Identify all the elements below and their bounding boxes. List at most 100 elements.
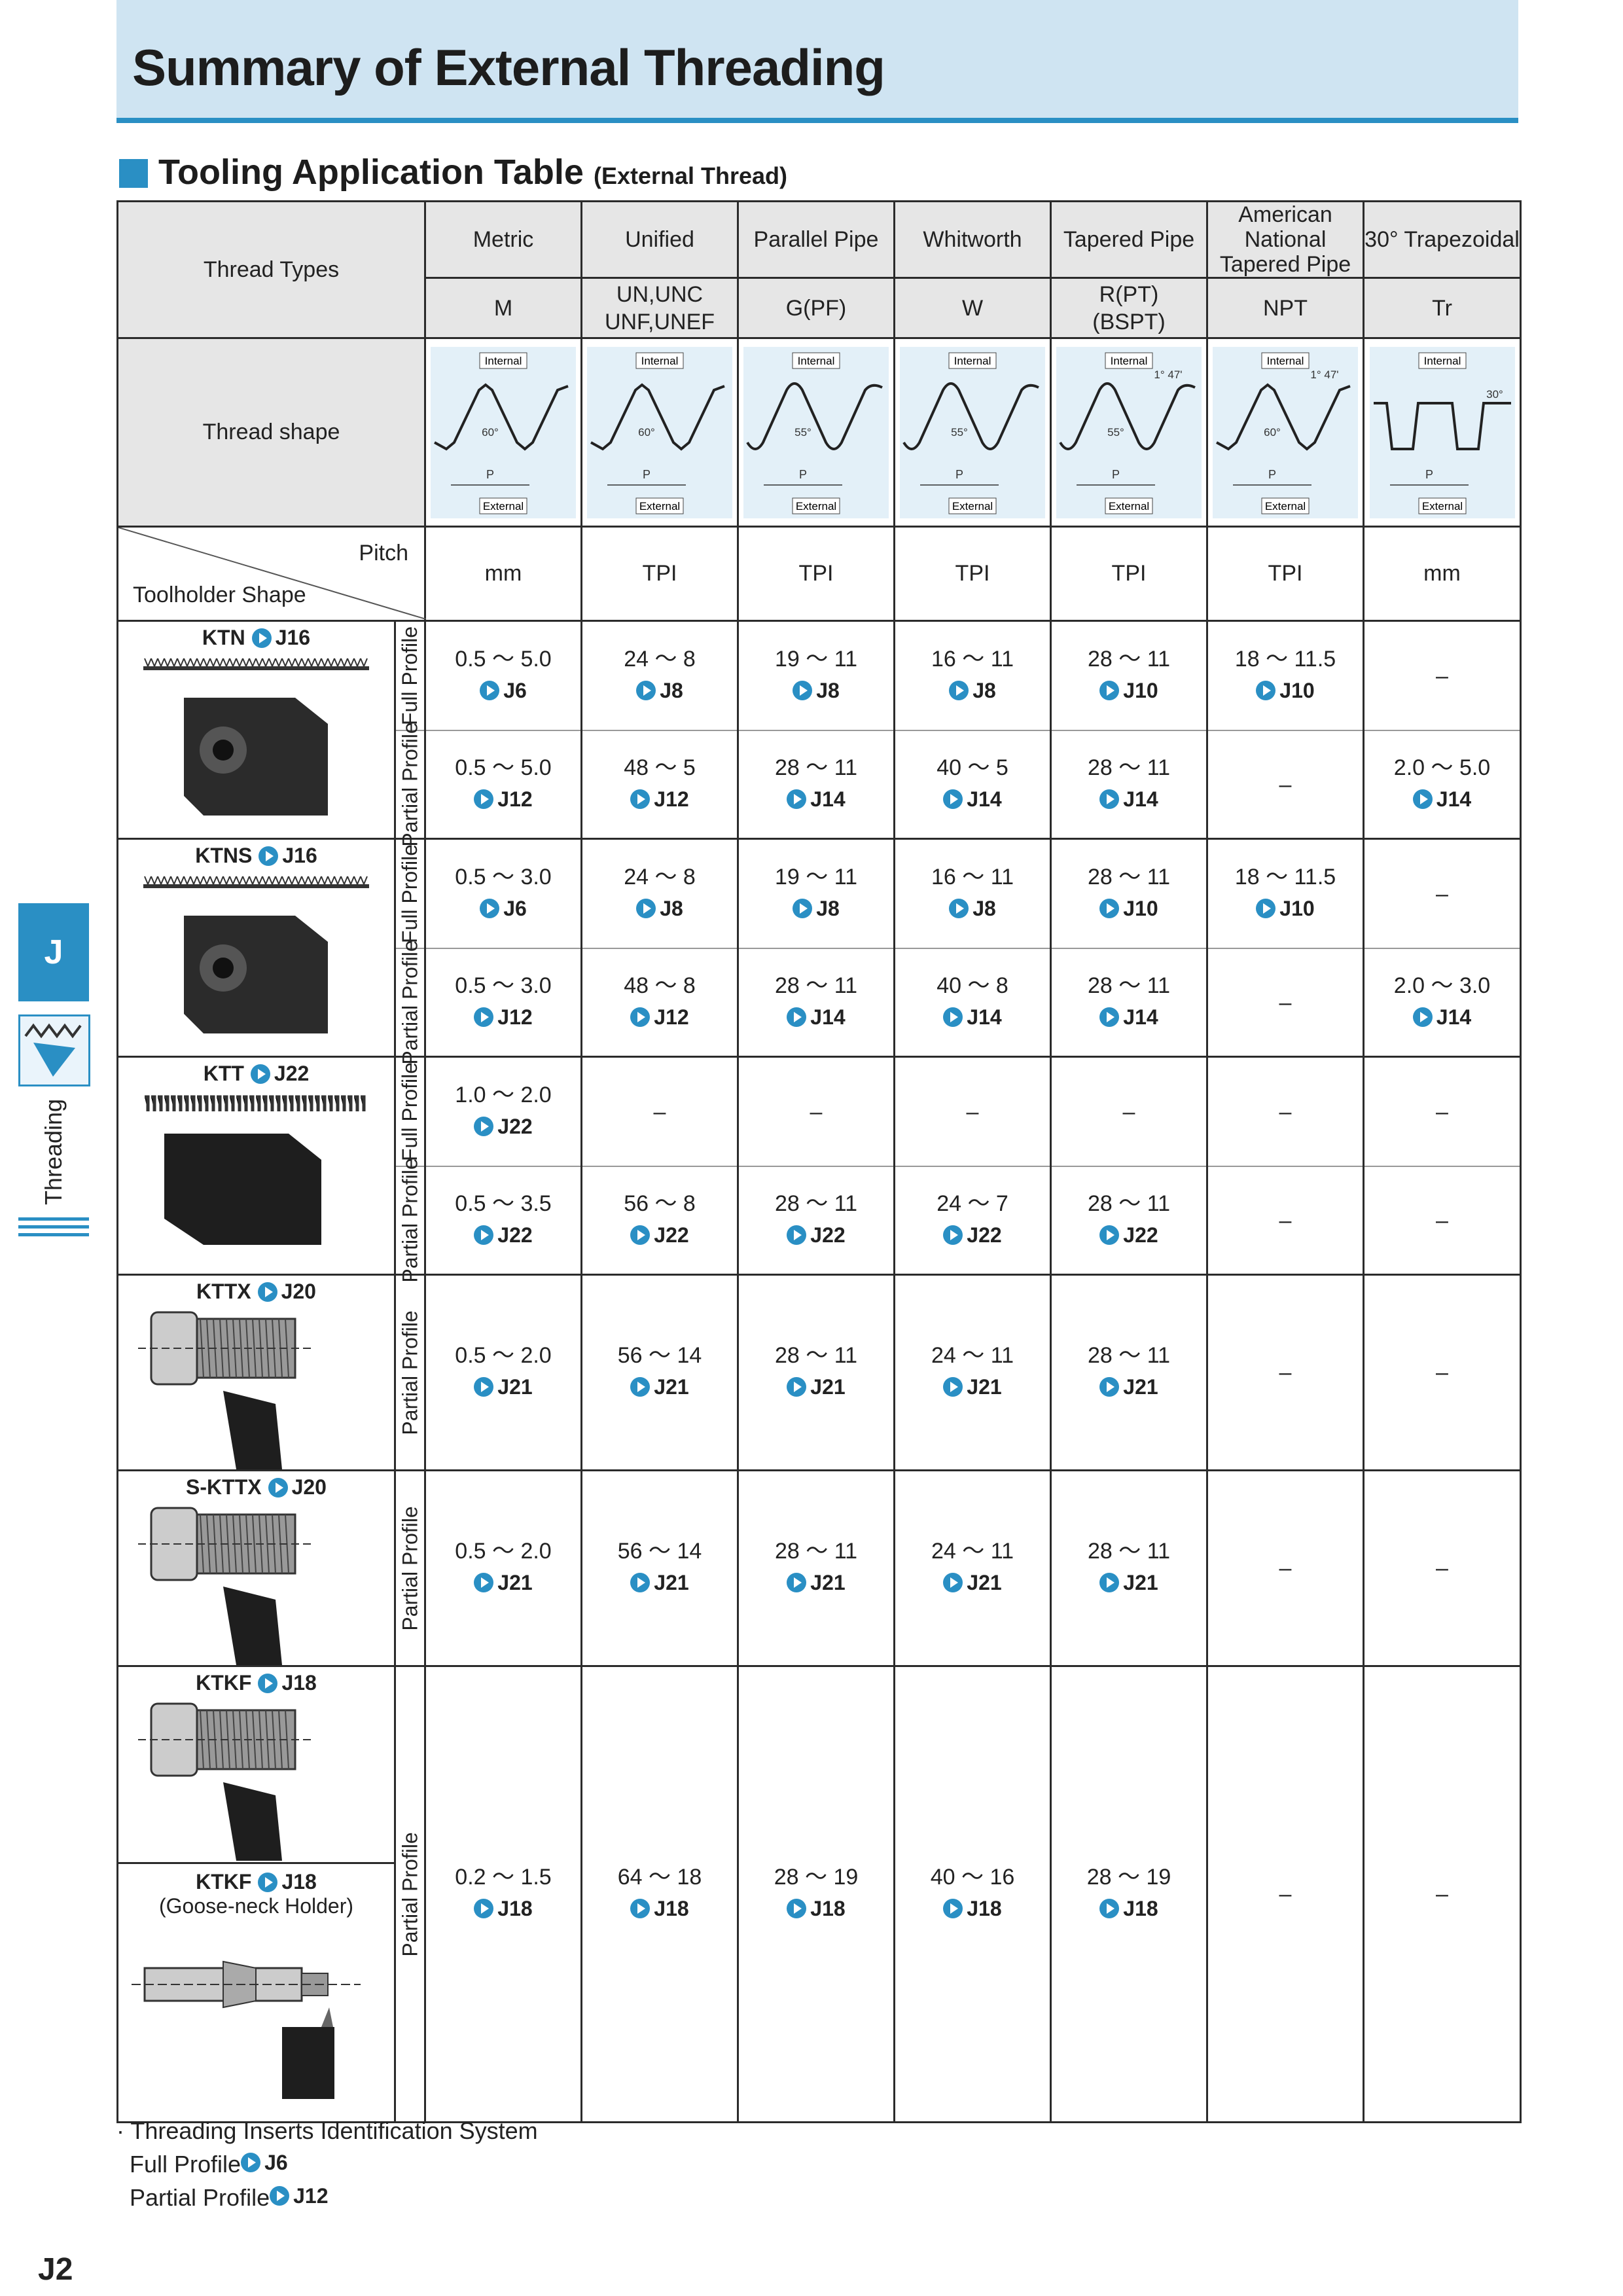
page-ref-link[interactable]: J8 [636, 893, 683, 924]
pitch-mark: P [1425, 468, 1433, 481]
pitch-range: 0.5 ～ 5.0 [455, 755, 552, 780]
page-ref-link[interactable]: J12 [630, 783, 689, 815]
col-pitch-unit: TPI [893, 526, 1052, 622]
toolholder-image [145, 1095, 366, 1245]
page-ref-link[interactable]: J18 [943, 1893, 1002, 1924]
ref-text: J18 [281, 1870, 317, 1893]
ref-text: J12 [497, 1005, 533, 1029]
page-ref-link[interactable]: J10 [1256, 675, 1315, 706]
page-ref-link[interactable]: J18 [1099, 1893, 1158, 1924]
arrow-icon [1256, 898, 1276, 918]
arrow-icon [241, 2153, 261, 2172]
page-ref-link[interactable]: J21 [943, 1567, 1002, 1598]
thread-angle: 30° [1486, 388, 1503, 401]
page-ref-link[interactable]: J14 [1099, 783, 1158, 815]
page-ref-link[interactable]: J14 [1099, 1001, 1158, 1033]
ref-text: J10 [1279, 678, 1315, 702]
svg-text:External: External [1109, 500, 1149, 512]
col-pitch-unit: TPI [1206, 526, 1364, 622]
internal-label: Internal [1418, 352, 1466, 368]
page-ref-link[interactable]: J21 [943, 1371, 1002, 1403]
page-ref-link[interactable]: J18 [474, 1893, 533, 1924]
page-ref-link[interactable]: J8 [949, 893, 996, 924]
toolholder-image [138, 1702, 315, 1861]
page-ref-link[interactable]: J22 [1099, 1219, 1158, 1251]
page-ref-link[interactable]: J22 [787, 1219, 846, 1251]
col-code: NPT [1206, 277, 1364, 339]
page-ref-link[interactable]: J18 [630, 1893, 689, 1924]
page-ref-link[interactable]: J8 [636, 675, 683, 706]
page-ref-link[interactable]: J18 [258, 1870, 317, 1894]
pitch-range-cell: – [1363, 1274, 1522, 1471]
page-ref-link[interactable]: J12 [474, 1001, 533, 1033]
internal-label: Internal [479, 352, 527, 368]
page-ref-link[interactable]: J16 [251, 626, 310, 650]
page-ref-link[interactable]: J21 [1099, 1567, 1158, 1598]
page-ref-link[interactable]: J14 [943, 1001, 1002, 1033]
footnote-full-ref[interactable]: J6 [241, 2147, 288, 2178]
page-ref-link[interactable]: J8 [793, 675, 840, 706]
arrow-icon [1099, 1225, 1120, 1245]
footnote: · Threading Inserts Identification Syste… [116, 2115, 538, 2214]
page-ref-link[interactable]: J21 [630, 1371, 689, 1403]
pitch-range: 19 ～ 11 [774, 646, 857, 672]
pitch-range: – [1436, 881, 1448, 906]
page-ref-link[interactable]: J12 [630, 1001, 689, 1033]
page-ref-link[interactable]: J21 [787, 1567, 846, 1598]
page-ref-link[interactable]: J10 [1099, 893, 1158, 924]
page-ref-link[interactable]: J14 [1412, 783, 1471, 815]
page-ref-link[interactable]: J21 [630, 1567, 689, 1598]
ref-text: J8 [660, 678, 683, 702]
page-ref-link[interactable]: J10 [1256, 893, 1315, 924]
page-ref-link[interactable]: J21 [474, 1567, 533, 1598]
page-ref-link[interactable]: J16 [259, 844, 317, 868]
page-ref-link[interactable]: J18 [258, 1671, 317, 1695]
page-ref-link[interactable]: J21 [1099, 1371, 1158, 1403]
pitch-range-cell: – [1206, 948, 1364, 1058]
page-ref-link[interactable]: J8 [949, 675, 996, 706]
arrow-icon [630, 1377, 651, 1397]
page-ref-link[interactable]: J22 [250, 1062, 309, 1086]
page-ref-link[interactable]: J14 [943, 783, 1002, 815]
footnote-partial-ref[interactable]: J12 [270, 2180, 328, 2212]
page-ref-link[interactable]: J20 [257, 1280, 316, 1304]
page-ref-link[interactable]: J8 [793, 893, 840, 924]
arrow-icon [787, 1225, 807, 1245]
page-ref-link[interactable]: J12 [474, 783, 533, 815]
col-name: Metric [424, 200, 582, 279]
svg-text:External: External [483, 500, 524, 512]
page-ref-link[interactable]: J22 [474, 1219, 533, 1251]
ref-text: J12 [654, 1005, 689, 1029]
ref-text: J20 [281, 1280, 316, 1303]
page-ref-link[interactable]: J14 [787, 1001, 846, 1033]
page-ref-link[interactable]: J14 [1412, 1001, 1471, 1033]
page-ref-link[interactable]: J22 [474, 1111, 533, 1142]
page-ref-link[interactable]: J6 [480, 675, 527, 706]
arrow-icon [1099, 1899, 1120, 1918]
page-ref-link[interactable]: J10 [1099, 675, 1158, 706]
page-ref-link[interactable]: J22 [943, 1219, 1002, 1251]
pitch-range: – [1279, 1360, 1292, 1385]
pitch-range-cell: – [1206, 1056, 1364, 1167]
page-ref-link[interactable]: J6 [480, 893, 527, 924]
arrow-icon [943, 1573, 963, 1592]
page-ref-link[interactable]: J14 [787, 783, 846, 815]
side-tab-letter[interactable]: J [18, 903, 89, 1001]
page-ref-link[interactable]: J18 [787, 1893, 846, 1924]
page-ref-link[interactable]: J21 [787, 1371, 846, 1403]
page-ref-link[interactable]: J20 [268, 1475, 327, 1499]
ref-text: J21 [654, 1375, 689, 1399]
page-ref-link[interactable]: J22 [630, 1219, 689, 1251]
page-ref-link[interactable]: J21 [474, 1371, 533, 1403]
ref-text: J21 [967, 1571, 1002, 1594]
